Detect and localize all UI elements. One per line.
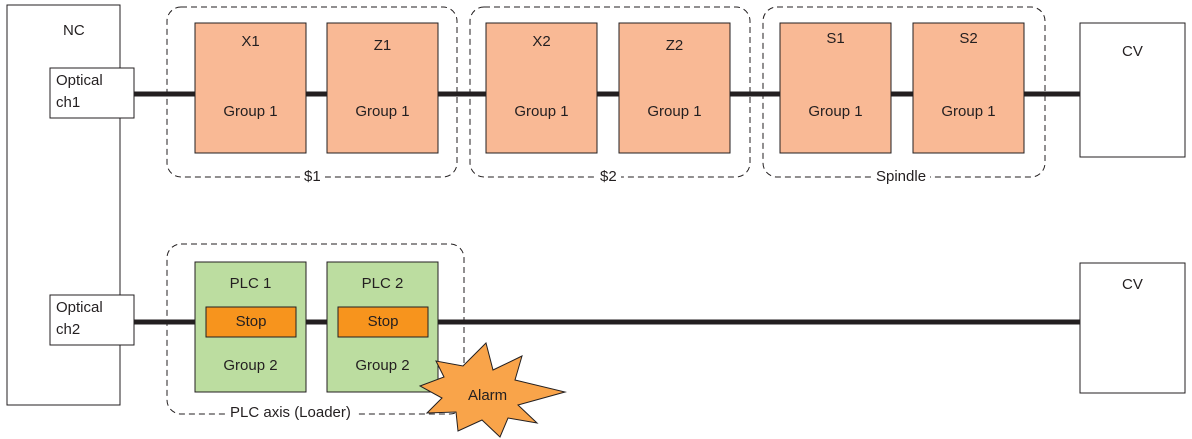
group-outline-plc [166, 243, 465, 415]
optical-ch2-box [49, 294, 135, 346]
axis-group-s1: Group 1 [808, 103, 863, 120]
group-label-spindle: Spindle [872, 168, 931, 186]
axis-group-s2: Group 1 [941, 103, 996, 120]
plc-group-1: Group 2 [223, 357, 278, 374]
group-label-1: $1 [300, 168, 325, 186]
plc-group-2: Group 2 [355, 357, 410, 374]
axis-name-z2: Z2 [665, 37, 684, 54]
group-label-2: $2 [596, 168, 621, 186]
cv-label-1: CV [1122, 43, 1143, 60]
optical-ch1-label-line1: Optical [56, 72, 103, 89]
axis-group-z2: Group 1 [647, 103, 702, 120]
axis-name-z1: Z1 [373, 37, 392, 54]
optical-ch2-label-line1: Optical [56, 299, 103, 316]
axis-group-x2: Group 1 [514, 103, 569, 120]
axis-box-s1 [779, 22, 892, 154]
axis-name-s2: S2 [959, 30, 978, 47]
cv-box-2 [1079, 262, 1186, 394]
alarm-burst-icon [418, 342, 567, 438]
cv-label-2: CV [1122, 276, 1143, 293]
stop-box-2 [337, 306, 429, 338]
optical-ch1-label-line2: ch1 [56, 94, 81, 111]
axis-group-z1: Group 1 [355, 103, 410, 120]
alarm-label: Alarm [468, 387, 508, 404]
plc-status-1: Stop [235, 313, 267, 330]
plc-status-2: Stop [367, 313, 399, 330]
axis-name-x2: X2 [532, 33, 551, 50]
plc-name-2: PLC 2 [361, 275, 404, 292]
axis-name-x1: X1 [241, 33, 260, 50]
axis-box-s2 [912, 22, 1025, 154]
axis-box-x1 [194, 22, 307, 154]
axis-box-z1 [326, 22, 439, 154]
axis-box-x2 [485, 22, 598, 154]
optical-ch2-label-line2: ch2 [56, 321, 81, 338]
stop-box-1 [205, 306, 297, 338]
group-outline-1 [166, 6, 458, 178]
optical-ch1-box [49, 67, 135, 119]
nc-label: NC [63, 22, 85, 39]
group-label-plc: PLC axis (Loader) [226, 404, 355, 422]
axis-box-z2 [618, 22, 731, 154]
axis-group-x1: Group 1 [223, 103, 278, 120]
cv-box-1 [1079, 22, 1186, 158]
axis-name-s1: S1 [826, 30, 845, 47]
plc-name-1: PLC 1 [229, 275, 272, 292]
